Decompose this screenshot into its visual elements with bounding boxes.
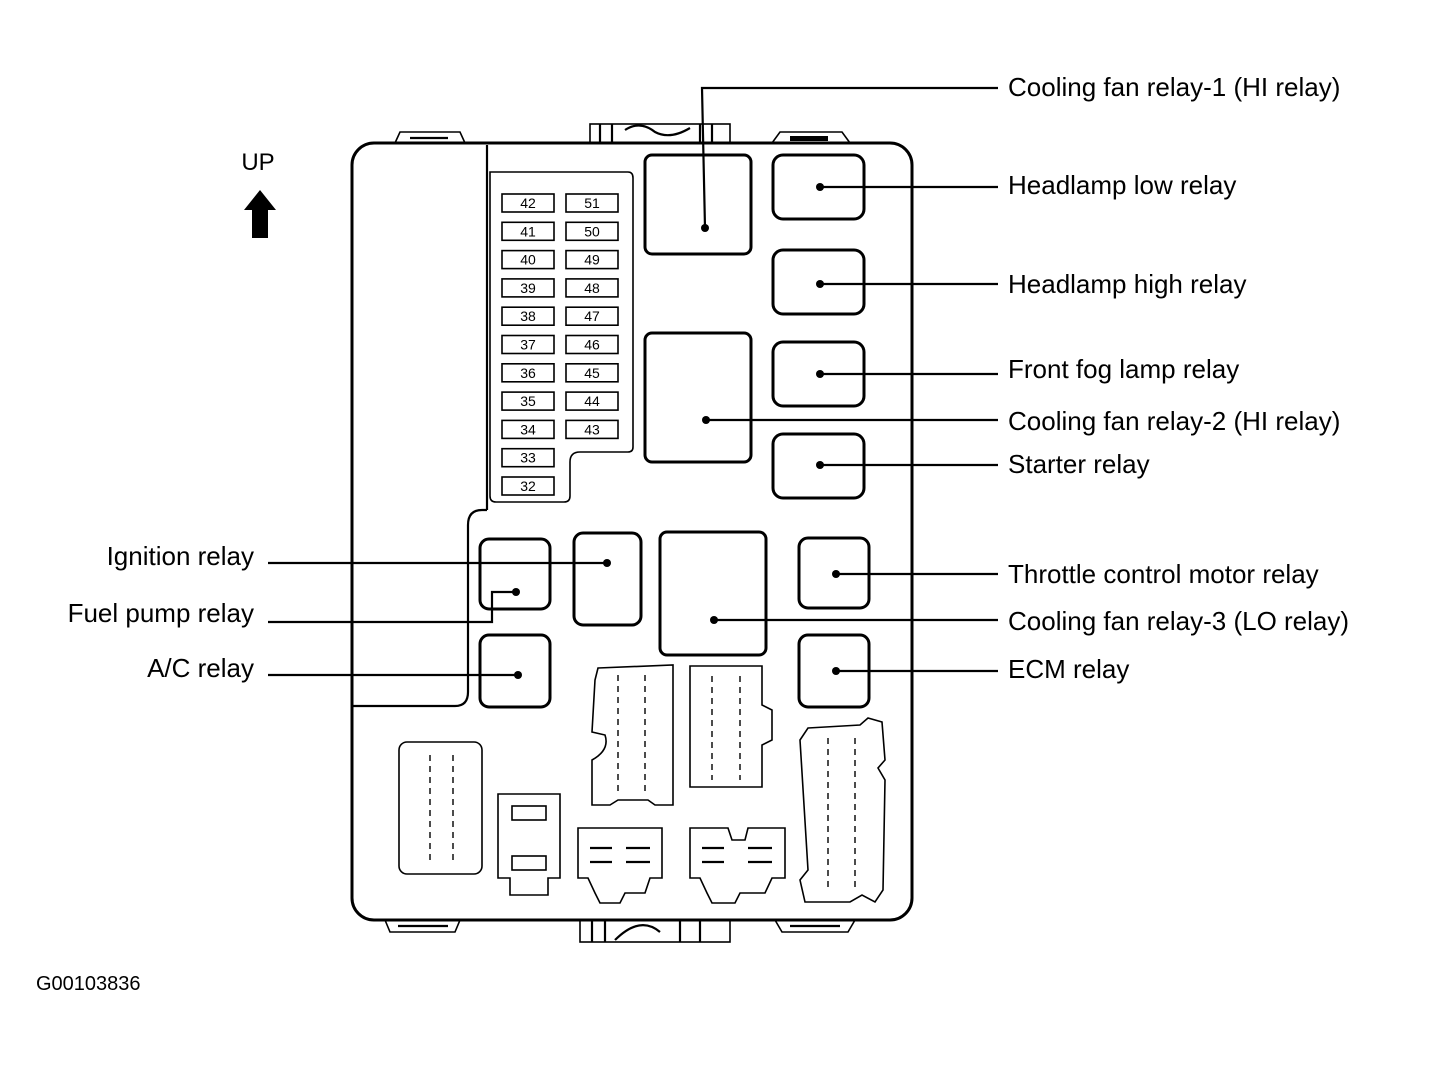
fuse-43[interactable]: 43: [565, 419, 619, 440]
fuse-37[interactable]: 37: [501, 334, 555, 355]
fuse-number: 40: [520, 252, 536, 268]
label-ignition-relay: Ignition relay: [107, 541, 254, 571]
ac-relay[interactable]: [478, 633, 552, 709]
fuse-number: 51: [584, 195, 600, 211]
fuse-33[interactable]: 33: [501, 447, 555, 468]
fuse-49[interactable]: 49: [565, 249, 619, 270]
fuse-41[interactable]: 41: [501, 221, 555, 242]
fuse-number: 41: [520, 223, 536, 239]
fuse-number: 33: [520, 450, 536, 466]
fuse-number: 46: [584, 337, 600, 353]
fuse-number: 42: [520, 195, 536, 211]
connector-bottom-a: [577, 827, 663, 904]
fuse-number: 45: [584, 365, 600, 381]
connector-bottom-b: [689, 827, 786, 904]
leader-lines: [268, 86, 998, 677]
fuse-38[interactable]: 38: [501, 306, 555, 327]
connector-block-left: [398, 741, 483, 875]
fuse-number: 37: [520, 337, 536, 353]
fuse-number: 38: [520, 308, 536, 324]
fuse-number: 39: [520, 280, 536, 296]
label-cooling-fan-relay-3: Cooling fan relay-3 (LO relay): [1008, 606, 1349, 636]
ignition-relay[interactable]: [572, 531, 643, 627]
label-ac-relay: A/C relay: [147, 653, 254, 683]
label-cooling-fan-relay-1: Cooling fan relay-1 (HI relay): [1008, 72, 1340, 102]
fuse-32[interactable]: 32: [501, 476, 555, 496]
fuse-number: 44: [584, 393, 600, 409]
fuse-34[interactable]: 34: [501, 419, 555, 440]
label-fuel-pump-relay: Fuel pump relay: [68, 598, 254, 628]
label-headlamp-high-relay: Headlamp high relay: [1008, 269, 1246, 299]
fuse-44[interactable]: 44: [565, 391, 619, 411]
label-cooling-fan-relay-2: Cooling fan relay-2 (HI relay): [1008, 406, 1340, 436]
label-headlamp-low-relay: Headlamp low relay: [1008, 170, 1236, 200]
connector-center-right: [689, 665, 773, 788]
fuse-39[interactable]: 39: [501, 278, 555, 298]
fuse-group: 42 41 40 39 38 37 36 35 34 33 32 51 50 49 48 47 46 45 44 43: [501, 193, 619, 496]
connector-bottom-right: [799, 717, 886, 904]
fuse-number: 48: [584, 280, 600, 296]
fuse-number: 35: [520, 393, 536, 409]
fuse-45[interactable]: 45: [565, 362, 619, 383]
fuse-number: 49: [584, 252, 600, 268]
fuse-number: 50: [584, 223, 600, 239]
fuse-number: 43: [584, 421, 600, 437]
fuel-pump-relay[interactable]: [478, 537, 552, 611]
fuse-35[interactable]: 35: [501, 391, 555, 411]
fuse-number: 34: [520, 421, 536, 437]
fuse-51[interactable]: 51: [565, 193, 619, 213]
figure-code: G00103836: [36, 973, 141, 995]
fuse-42[interactable]: 42: [501, 193, 555, 213]
cooling-fan-relay-1[interactable]: [643, 153, 753, 256]
cooling-fan-relay-3[interactable]: [658, 530, 768, 657]
fuse-46[interactable]: 46: [565, 334, 619, 355]
housing-top-tabs: [393, 123, 852, 145]
fuse-number: 47: [584, 308, 600, 324]
fuse-number: 36: [520, 365, 536, 381]
fuse-36[interactable]: 36: [501, 362, 555, 383]
up-arrow-icon: [244, 190, 276, 238]
label-ecm-relay: ECM relay: [1008, 654, 1129, 684]
left-panel-divider: [352, 508, 487, 708]
fuse-number: 32: [520, 478, 536, 494]
label-starter-relay: Starter relay: [1008, 449, 1150, 479]
fuse-48[interactable]: 48: [565, 278, 619, 298]
up-label: UP: [241, 149, 274, 176]
fuse-50[interactable]: 50: [565, 221, 619, 242]
label-throttle-control-motor-relay: Throttle control motor relay: [1008, 559, 1319, 589]
cooling-fan-relay-2[interactable]: [643, 331, 753, 464]
fuse-40[interactable]: 40: [501, 249, 555, 270]
leader-dots: [512, 183, 840, 679]
label-front-fog-lamp-relay: Front fog lamp relay: [1008, 354, 1239, 384]
connector-center-left: [591, 664, 674, 806]
fuse-47[interactable]: 47: [565, 306, 619, 327]
connector-small-left: [497, 793, 561, 896]
housing-bottom-tabs: [383, 917, 857, 943]
